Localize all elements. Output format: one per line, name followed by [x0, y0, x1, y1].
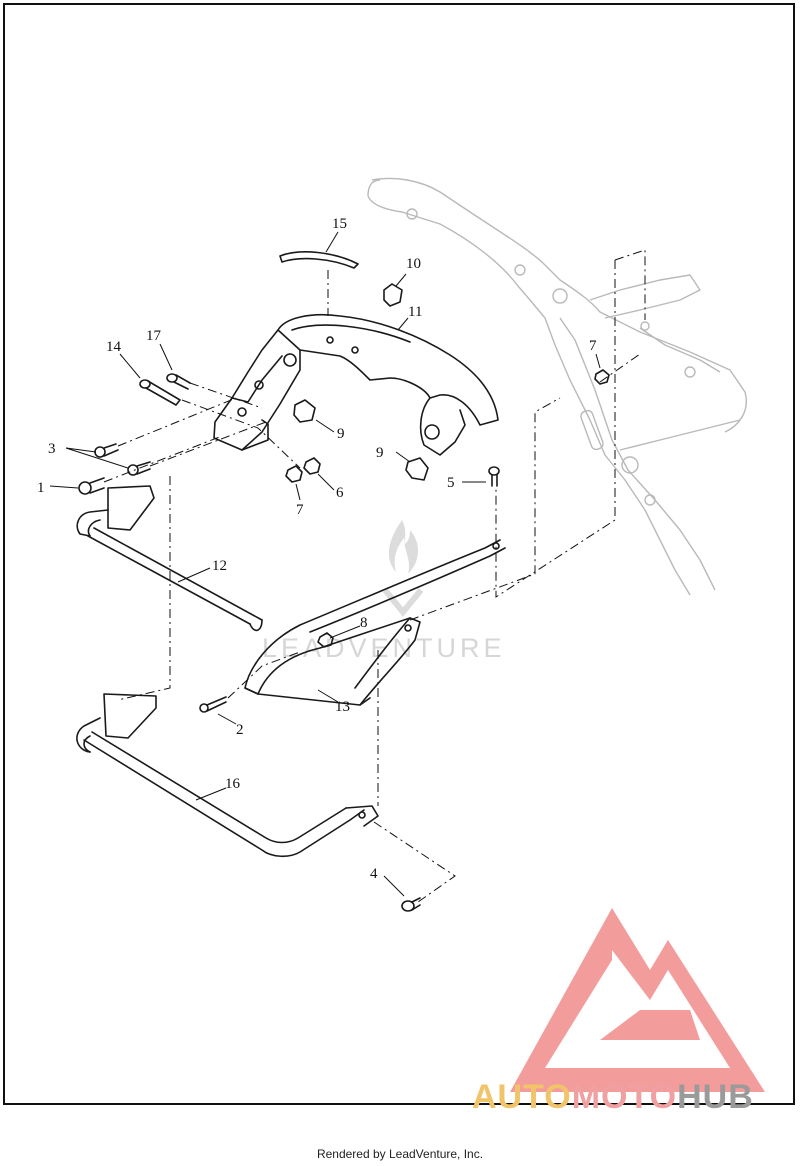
- part-7-nut-upper: [594, 369, 610, 385]
- footer-credit: Rendered by LeadVenture, Inc.: [316, 1147, 484, 1161]
- callout-15: 15: [332, 216, 347, 232]
- callout-12: 12: [212, 558, 227, 574]
- part-17-bolt: [166, 373, 191, 390]
- automotohub-logo-icon: [510, 908, 765, 1092]
- callout-labels: 15 10 11 17 14 3 1 9 9 6 7 5 7 12 8 13 2…: [37, 216, 597, 882]
- part-13-tube-frame: [244, 539, 506, 706]
- part-3-screw-upper: [94, 443, 119, 458]
- callout-4: 4: [370, 866, 378, 882]
- part-11-support-rail: [213, 313, 499, 456]
- callout-14: 14: [106, 339, 122, 355]
- callout-3: 3: [48, 441, 56, 457]
- callout-10: 10: [406, 256, 421, 272]
- callout-9-lower: 9: [376, 445, 384, 461]
- part-15-trim-strip: [279, 251, 359, 269]
- watermark-text: LEADVENTURE: [262, 633, 506, 663]
- part-5-screw: [488, 466, 500, 487]
- leader-lines: [49, 231, 601, 897]
- callout-5: 5: [447, 475, 455, 491]
- part-1-bolt: [78, 477, 105, 495]
- diagram-frame: [3, 3, 795, 1105]
- brand-part-hub: HUB: [677, 1078, 754, 1116]
- part-4-screw: [401, 897, 421, 912]
- part-2-pin: [199, 696, 227, 713]
- callout-13: 13: [335, 699, 350, 715]
- part-10-clip: [383, 283, 403, 307]
- part-8-nut: [317, 632, 334, 648]
- callout-1: 1: [37, 480, 45, 496]
- callout-11: 11: [408, 304, 422, 320]
- part-9-clip-lower: [405, 457, 429, 481]
- part-3-screw-lower: [127, 461, 151, 476]
- automotohub-brand: AUTOMOTOHUB: [472, 1080, 754, 1114]
- callout-7-upper: 7: [589, 338, 597, 354]
- motorcycle-frame: [367, 177, 747, 596]
- flame-icon: [382, 520, 424, 617]
- part-12-upper-bar: [76, 485, 263, 632]
- callout-2: 2: [236, 722, 244, 738]
- part-6-nut: [303, 457, 321, 475]
- callout-16: 16: [225, 776, 241, 792]
- callout-6: 6: [336, 485, 344, 501]
- callout-8: 8: [360, 615, 368, 631]
- callout-9-upper: 9: [337, 426, 345, 442]
- callout-17: 17: [146, 328, 162, 344]
- leadventure-watermark: LEADVENTURE: [262, 520, 506, 663]
- brand-part-auto: AUTO: [472, 1078, 572, 1116]
- callout-7-lower: 7: [296, 502, 304, 518]
- assembly-lines: [103, 249, 646, 903]
- brand-part-moto: MOTO: [571, 1078, 678, 1116]
- part-14-bolt: [139, 379, 181, 406]
- part-9-clip-upper: [293, 399, 316, 423]
- part-7-nut-lower: [285, 465, 303, 483]
- part-16-lower-bar: [76, 693, 379, 858]
